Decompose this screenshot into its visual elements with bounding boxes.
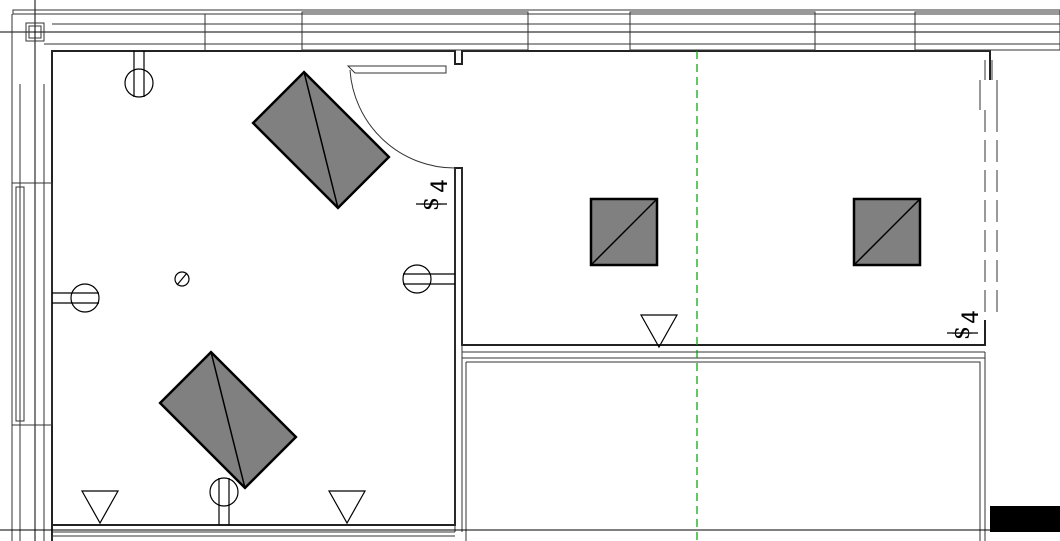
light-fixture-3 <box>589 197 659 267</box>
black-block <box>990 506 1060 532</box>
thermostat-tag: 4 <box>959 310 984 324</box>
diffuser-triangle-icon <box>80 490 120 525</box>
annotations: 4 4 $ $ <box>416 179 984 340</box>
light-fixture-1 <box>251 70 391 210</box>
receptacle-icon <box>402 264 455 294</box>
light-fixtures <box>158 70 922 490</box>
diffuser-triangle-icon <box>639 314 679 349</box>
receptacle-icon <box>52 283 100 313</box>
diffuser-triangle-icon <box>327 490 367 525</box>
receptacle-icon <box>209 477 239 525</box>
floor-drain-icon <box>174 271 190 287</box>
door <box>346 65 456 169</box>
thermostat-tag: 4 <box>428 179 453 193</box>
light-fixture-2 <box>158 350 298 490</box>
light-fixture-4 <box>852 197 922 267</box>
diffusers <box>80 314 679 525</box>
receptacle-icon <box>124 51 154 98</box>
receptacles <box>52 51 455 525</box>
